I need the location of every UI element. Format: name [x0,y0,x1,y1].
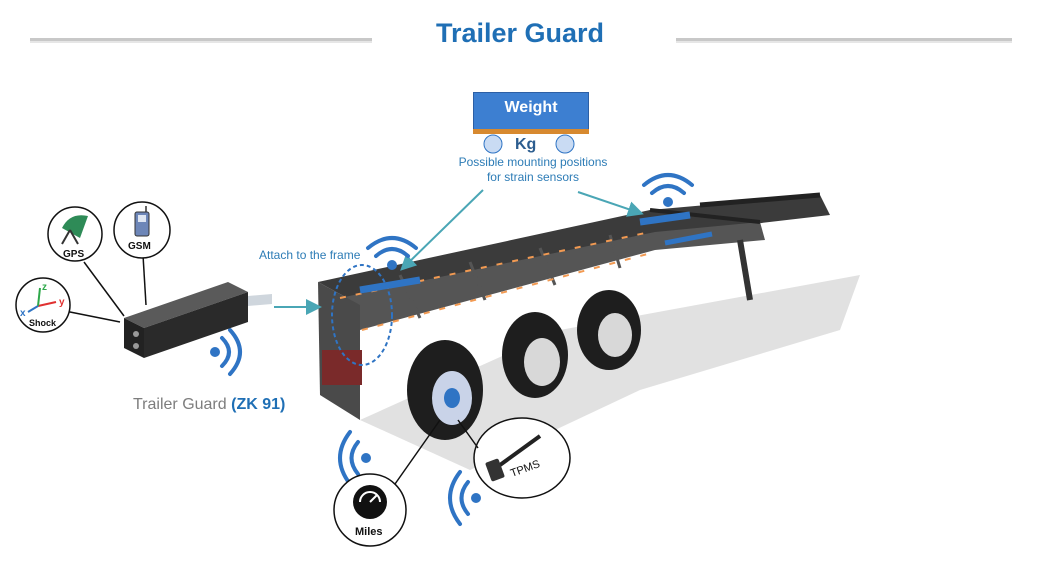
title-rule-left [30,38,372,43]
tpms-sensor-icon [485,434,542,482]
tpms-callout [473,417,571,499]
axis-icon [27,287,57,313]
arrow-note-to-rear [577,191,644,217]
axis-z-label: z [42,282,47,293]
weight-unit: Kg [515,136,537,153]
wifi-icon [448,470,481,526]
axis-x-label: x [20,308,26,319]
trailer-guard-device [124,282,272,358]
gps-label: GPS [63,249,85,260]
axis-y-label: y [59,297,65,308]
title-rule-right [676,38,1012,43]
mounting-note-line1: Possible mounting positions [458,155,608,169]
odometer-icon [353,485,387,519]
gsm-label: GSM [128,241,151,252]
trailer-chassis [318,192,830,420]
product-name: Trailer Guard [133,396,227,413]
attach-label: Attach to the frame [259,248,361,262]
wifi-icon [642,173,694,207]
gps-dish-icon [61,215,88,245]
shock-label: Shock [29,318,57,328]
wifi-icon [210,328,242,376]
mounting-note-line2: for strain sensors [486,170,580,184]
trailer-shadow [360,275,860,470]
mounting-note: Possible mounting positions for strain s… [440,155,626,185]
strain-sensor-icon [555,134,575,154]
arrow-note-to-front [400,189,484,271]
miles-label: Miles [355,526,383,538]
weight-label: Weight [473,92,589,130]
product-model: (ZK 91) [231,396,286,413]
trailer-wheels [407,290,641,440]
wifi-icon [366,236,418,270]
frame-highlight [331,264,393,366]
weight-base-plate [473,129,589,134]
product-label: Trailer Guard (ZK 91) [133,396,285,414]
wifi-icon [338,430,371,486]
strain-sensor-icon [483,134,503,154]
gsm-phone-icon [134,206,150,237]
page-title: Trailer Guard [435,18,605,48]
